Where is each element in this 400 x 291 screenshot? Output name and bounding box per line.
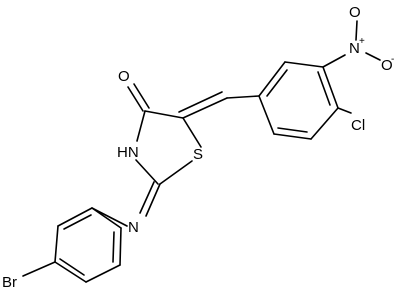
bromophenyl-ring — [22, 207, 122, 283]
bond-s1-c5 — [182, 117, 202, 148]
bond-n-o-right — [365, 52, 381, 61]
ring1-bond-1 — [258, 61, 286, 97]
bond-c4-o-a — [127, 86, 144, 112]
ring2-double-3 — [63, 214, 92, 230]
atom-nh-ring: HN — [117, 144, 139, 161]
bond-ch-aryl — [226, 95, 260, 99]
thiazolidinone-ring — [127, 83, 202, 185]
atom-s-ring: S — [193, 146, 203, 163]
bond-c2-n-b — [139, 181, 155, 214]
ring2-bond-2 — [119, 227, 122, 266]
ring2-double-2 — [59, 258, 85, 276]
bond-c5-c4 — [144, 110, 184, 119]
ring1-double-1 — [266, 69, 288, 97]
ring1-bond-3 — [322, 66, 339, 109]
atom-br: Br — [2, 274, 17, 291]
atom-n-imine: N — [128, 219, 139, 236]
bond-c4-o-b — [133, 83, 150, 109]
atom-cl: Cl — [351, 117, 365, 134]
bond-c5-ch-b — [178, 91, 223, 113]
atom-o-nitro-right: O — [381, 57, 393, 74]
bond-c5-ch-a — [182, 97, 228, 119]
bond-aryl-cl — [337, 107, 352, 114]
ring2-bond-6 — [57, 207, 93, 227]
ring1-bond-4 — [310, 107, 339, 140]
bond-n3-c2 — [135, 159, 159, 185]
bond-c2-n-a — [145, 183, 161, 217]
ring2-bond-1 — [91, 207, 122, 229]
bond-aryl-nitro — [322, 54, 346, 68]
ring2-bond-5 — [54, 225, 59, 263]
ring1-bond-5 — [273, 133, 312, 140]
chloro-substituent: Cl — [337, 107, 365, 134]
charge-plus-nitro: + — [359, 36, 365, 47]
atom-n-nitro: N — [349, 40, 360, 57]
imine-linkage — [91, 181, 161, 227]
ring2-bond-3 — [85, 264, 121, 283]
bond-n-o-top — [355, 20, 358, 41]
bond-n-aryl — [91, 207, 128, 227]
exocyclic-double-bond — [178, 91, 260, 119]
bond-aryl-br — [22, 261, 56, 277]
ring1-double-3 — [277, 127, 308, 133]
ring2-bond-4 — [54, 261, 87, 283]
chloronitrophenyl-ring — [258, 61, 339, 140]
atom-o-carbonyl: O — [118, 68, 130, 85]
charge-minus-nitro: - — [391, 54, 394, 65]
bond-c2-s1 — [159, 160, 193, 185]
ring1-double-2 — [317, 71, 331, 106]
ring2-double-1 — [112, 231, 115, 263]
atom-o-nitro-top: O — [349, 4, 361, 21]
nitro-group: N + O O - — [322, 4, 394, 74]
ring1-bond-2 — [284, 61, 324, 68]
ring1-bond-6 — [258, 95, 275, 135]
bond-c4-n3 — [136, 110, 146, 142]
